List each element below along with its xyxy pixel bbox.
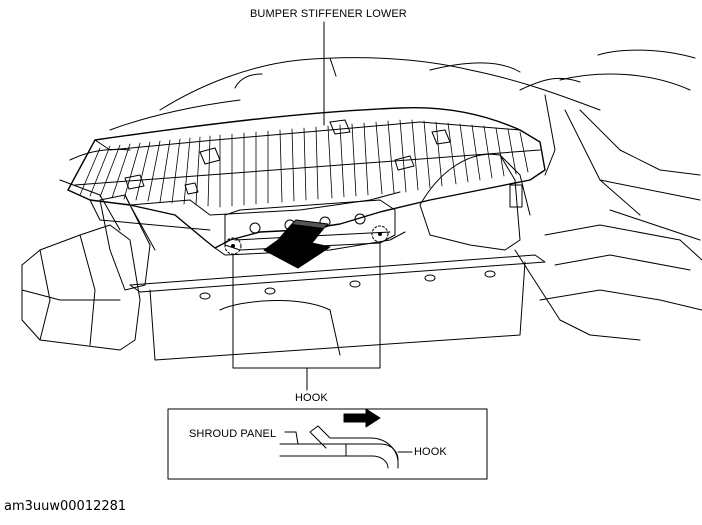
bumper-stiffener-lower-label: BUMPER STIFFENER LOWER	[250, 8, 407, 20]
hook-detail-dots	[231, 232, 382, 248]
detail-direction-arrow	[343, 408, 381, 428]
shroud-panel	[129, 254, 546, 361]
removal-direction-arrow	[263, 219, 331, 269]
left-support-arm	[99, 194, 156, 291]
hook-detail-label: HOOK	[414, 446, 447, 458]
right-support-arm	[419, 153, 531, 251]
figure-code: am3uuw00012281	[4, 499, 127, 514]
hook-callout-bracket	[232, 241, 381, 391]
vehicle-body-outline	[109, 49, 701, 241]
hook-detail-box	[167, 408, 488, 480]
hook-detail-drawing	[279, 425, 413, 469]
shroud-panel-label: SHROUD PANEL	[189, 428, 277, 440]
hook-label: HOOK	[295, 392, 328, 404]
stiffener-clips	[124, 119, 451, 195]
right-body-panel	[514, 224, 702, 341]
left-body-panel	[21, 148, 141, 351]
stiffener-ribs	[79, 119, 529, 208]
